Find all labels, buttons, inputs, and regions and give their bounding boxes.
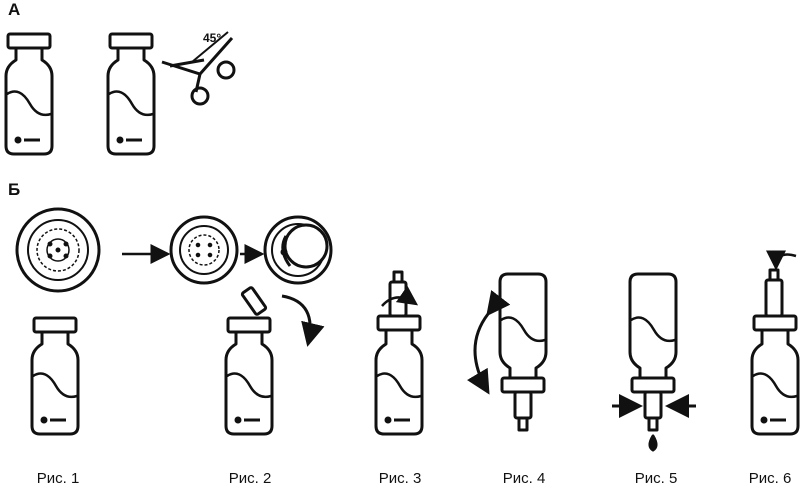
vial-fig6 <box>750 250 800 436</box>
caption-fig5: Рис. 5 <box>634 470 678 487</box>
angle-label: 45° <box>203 31 221 45</box>
vial-a2 <box>106 32 156 156</box>
caption-fig2: Рис. 2 <box>228 470 272 487</box>
cap-top-view-2 <box>169 215 239 285</box>
vial-fig1 <box>30 316 80 436</box>
vial-a1 <box>4 32 54 156</box>
cap-top-view-3 <box>263 215 333 285</box>
caption-fig1: Рис. 1 <box>36 470 80 487</box>
caption-fig3: Рис. 3 <box>378 470 422 487</box>
caption-fig4: Рис. 4 <box>502 470 546 487</box>
scissors-icon <box>161 31 236 106</box>
vial-fig3 <box>374 270 424 436</box>
section-a-label: А <box>8 0 21 19</box>
vial-fig4 <box>466 272 548 432</box>
vial-fig2 <box>224 286 325 436</box>
cap-top-view-1 <box>15 207 101 293</box>
section-b-label: Б <box>8 180 21 199</box>
vial-fig5 <box>612 272 696 452</box>
caption-fig6: Рис. 6 <box>748 470 792 487</box>
